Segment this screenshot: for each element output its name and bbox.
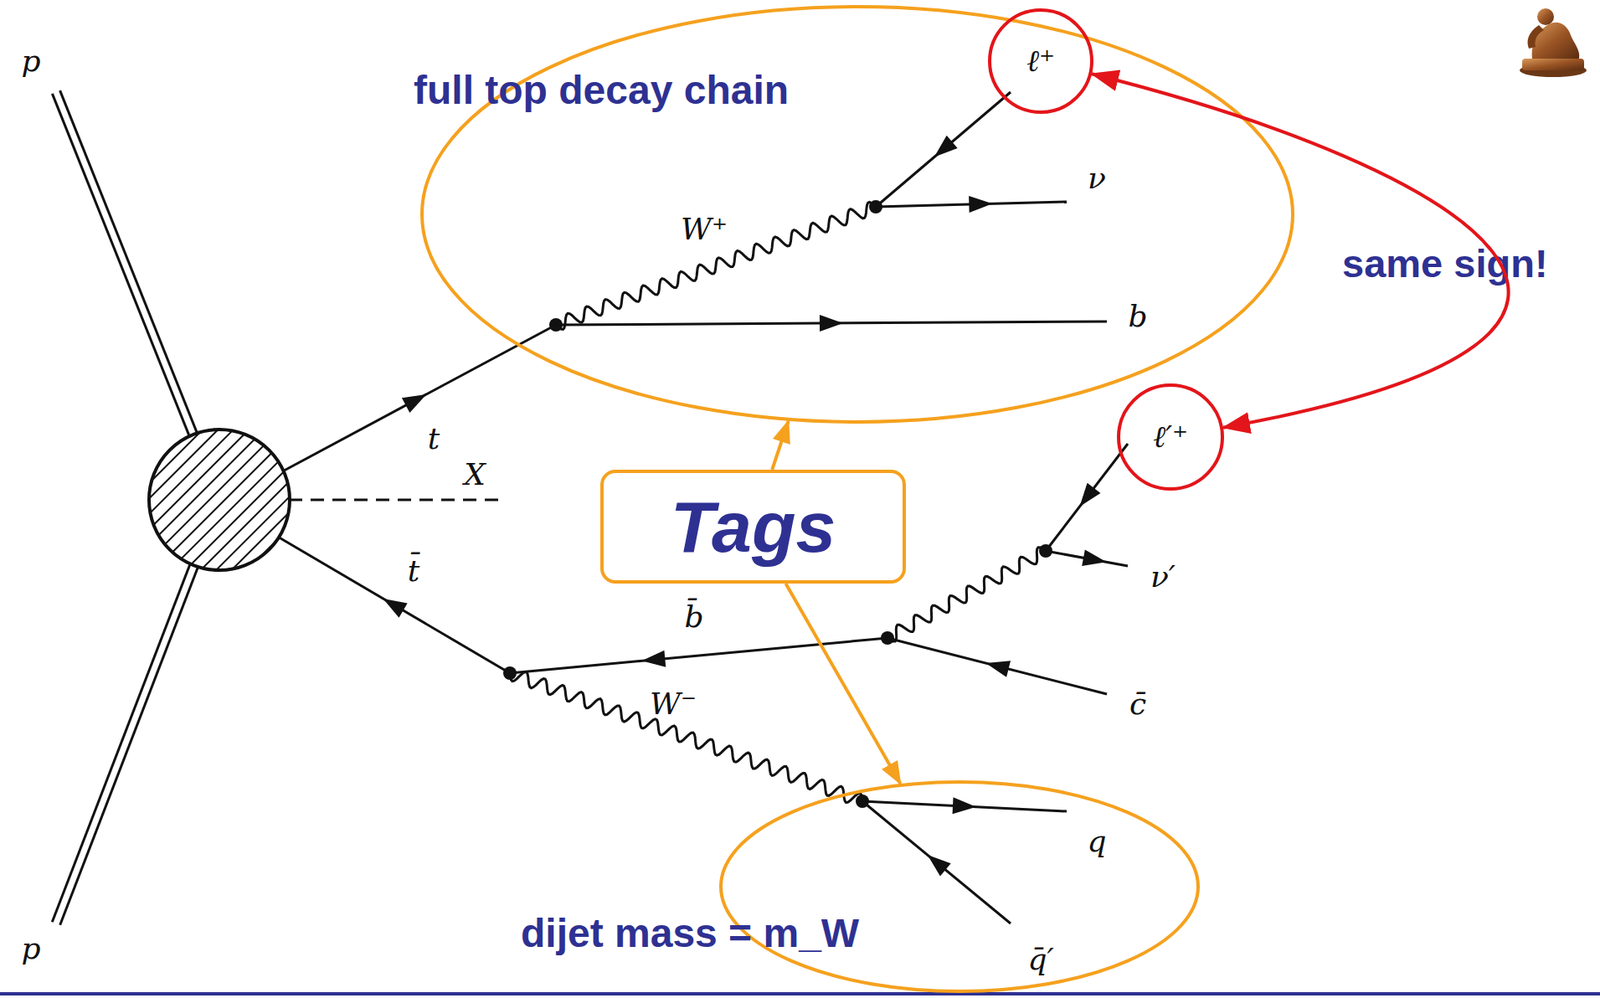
tag-title: Tags: [670, 485, 837, 569]
antiquark-line: [862, 801, 1011, 924]
particle-label: b: [1127, 301, 1148, 332]
fermion-arrowhead: [1081, 549, 1107, 566]
vertex-dot: [1039, 544, 1053, 558]
w-boson-line: [555, 202, 875, 330]
highlight-circle: ℓ⁺: [987, 8, 1094, 114]
fermion-arrowhead: [1079, 483, 1101, 507]
statue-logo: [1519, 8, 1587, 78]
fermion-arrowhead: [401, 394, 427, 413]
ellipse-outline: [1118, 385, 1223, 489]
particle-label: W⁺: [680, 214, 728, 245]
fermion-arrowhead: [927, 854, 952, 877]
vertex-dot: [549, 318, 563, 332]
particle-label: q: [1086, 826, 1107, 857]
anti-b-line: [509, 637, 888, 674]
particle-label: ν′: [1150, 561, 1176, 592]
group-label: dijet mass = m_W: [520, 910, 860, 957]
same-sign-arrow: [1091, 73, 1509, 428]
particle-label: t: [427, 423, 440, 454]
group-label: full top decay chain: [413, 66, 789, 114]
particle-label: t̄: [407, 555, 420, 587]
particle-label: X: [463, 459, 486, 490]
lepton-line: [875, 92, 1011, 207]
ellipse-group: full top decay chain: [420, 5, 1295, 424]
footer-rule: [0, 992, 1600, 996]
particle-symbol: ℓ′⁺: [1152, 421, 1189, 453]
ellipse-outline: [989, 10, 1092, 113]
particle-label: c̄: [1129, 689, 1147, 720]
fermion-arrowhead: [968, 195, 993, 213]
particle-symbol: ℓ⁺: [1026, 46, 1055, 77]
interaction-blob: [149, 429, 290, 571]
particle-label: W⁻: [649, 689, 697, 720]
edge-label: same sign!: [1342, 241, 1549, 287]
w-boson-line: [509, 672, 863, 803]
statue-head: [1537, 8, 1554, 26]
fermion-arrowhead: [641, 650, 666, 668]
fermion-arrowhead: [819, 314, 844, 332]
vertex-dot: [503, 666, 517, 680]
top-quark-line: [276, 324, 556, 475]
vertex-dot: [880, 631, 895, 645]
fermion-arrowhead: [952, 797, 977, 814]
w-boson-line: [887, 547, 1044, 642]
fermion-arrowhead: [382, 598, 407, 618]
vertex-dot: [869, 200, 883, 214]
scalar-line: [288, 499, 505, 502]
tag-arrow: [785, 583, 901, 784]
particle-label: q̄′: [1027, 944, 1054, 975]
particle-label: p: [20, 46, 41, 77]
statue-arm: [1527, 25, 1545, 49]
fermion-arrowhead: [934, 135, 958, 158]
particle-label: p: [20, 933, 41, 964]
highlight-circle: ℓ′⁺: [1116, 383, 1225, 491]
statue-base: [1522, 58, 1585, 71]
fermion-arrowhead: [985, 660, 1011, 677]
particle-label: ν: [1087, 163, 1107, 194]
ellipse-outline: [720, 781, 1199, 992]
shape-outline: [719, 780, 1200, 993]
rounded-rect-outline: [601, 471, 905, 582]
particle-label: b̄: [684, 601, 704, 633]
tag-arrow: [771, 421, 788, 470]
vertex-dot: [855, 794, 870, 808]
anti-c-line: [887, 637, 1107, 695]
antitop-line: [276, 535, 510, 674]
lepton-line: [1045, 443, 1128, 551]
tag-box: Tags: [600, 469, 906, 584]
ellipse-group: dijet mass = m_W: [719, 780, 1200, 993]
